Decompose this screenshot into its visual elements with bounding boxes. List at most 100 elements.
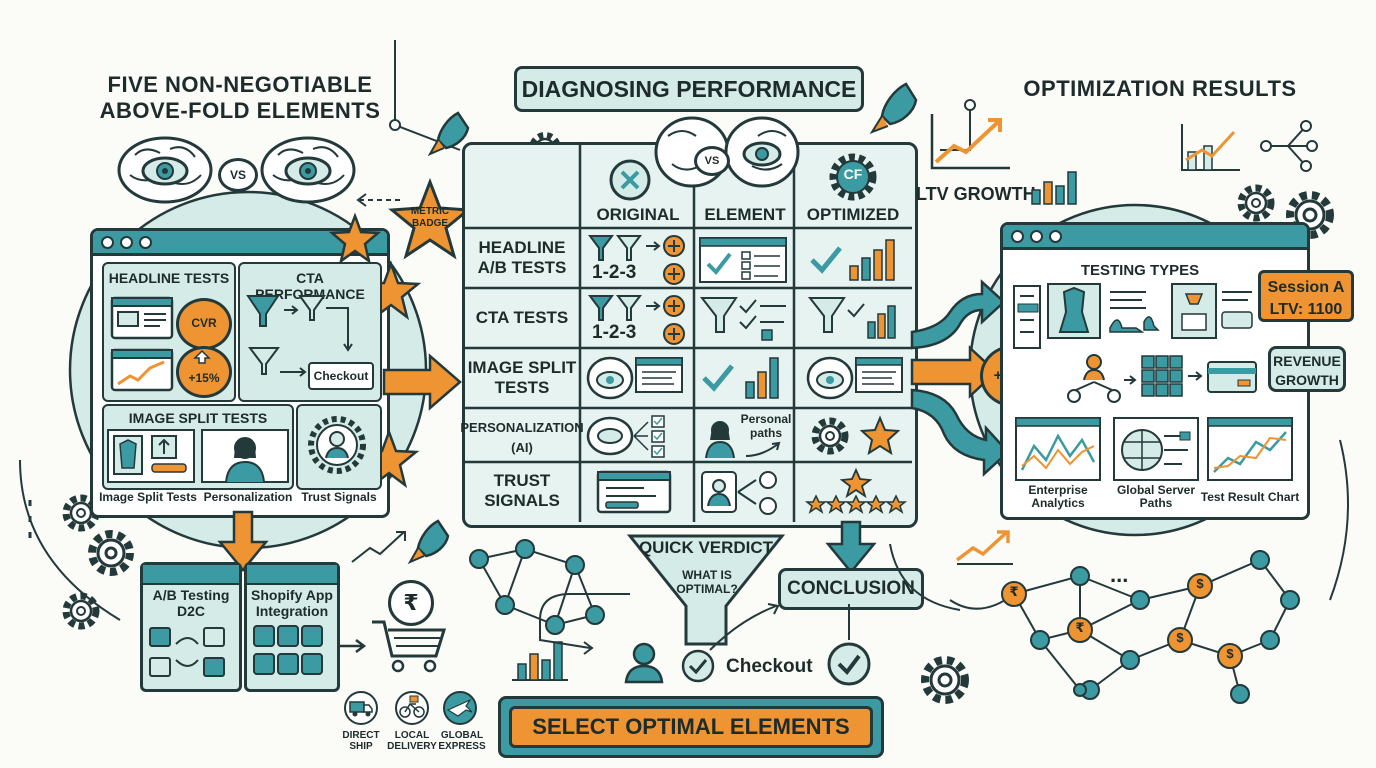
rupee-node-label: ₹: [1009, 584, 1019, 599]
funnel-steps-icon: [588, 295, 685, 321]
gear-icon: [811, 417, 849, 455]
funnel-checklist-icon: [699, 297, 786, 341]
checkout-box: Checkout: [308, 362, 374, 390]
what-is-optimal-label: WHAT IS OPTIMAL?: [676, 568, 738, 596]
rocket-icon: [869, 82, 918, 134]
fashion-products-icon: [1047, 283, 1253, 339]
window-titlebar: [1003, 225, 1307, 250]
arrow-up-icon: [193, 349, 211, 364]
dollar-node-label: $: [1176, 630, 1184, 645]
analytics-chart-icon: [1015, 417, 1101, 481]
dollar-node-label: $: [1196, 576, 1204, 591]
checklist-icon: [699, 237, 787, 283]
conclusion-label: CONCLUSION: [778, 568, 924, 610]
row-cta: CTA TESTS: [475, 308, 569, 327]
webpage-icon: [110, 296, 174, 340]
caption-test-result: Test Result Chart: [1200, 490, 1300, 504]
trend-chart-icon: [1181, 124, 1240, 171]
cf-gear-icon: [829, 153, 877, 201]
trend-chart-icon: [930, 114, 1010, 170]
table-grid-lines: [462, 142, 912, 522]
left-title: FIVE NON-NEGOTIABLE ABOVE-FOLD ELEMENTS: [99, 72, 381, 123]
flow-connector: [539, 593, 630, 655]
plus-circle-icon: [663, 263, 685, 285]
brain-checklist-icon: [586, 415, 665, 458]
woman-avatar-icon: [705, 421, 735, 459]
steps-label: 1-2-3: [592, 262, 637, 283]
caption-enterprise: Enterprise Analytics: [1028, 483, 1088, 510]
line-chart-icon: [110, 348, 174, 392]
flow-arrows: [910, 279, 1010, 477]
rupee-node-label: ₹: [1075, 620, 1085, 635]
sidebar-list-icon: [1013, 285, 1041, 349]
user-icon: [624, 642, 664, 684]
right-title: OPTIMIZATION RESULTS: [1023, 76, 1297, 101]
person-portrait-icon: [201, 429, 289, 483]
webpage-icon: [596, 470, 672, 514]
gear-icon: [88, 530, 134, 576]
caption-personalization: Personalization: [203, 490, 293, 504]
network-graph: [469, 539, 605, 635]
panel-title: HEADLINE TESTS: [108, 270, 230, 286]
steps-label: 1-2-3: [592, 322, 637, 343]
trend-up-icon: [955, 530, 1013, 565]
user-network-icon: [701, 471, 777, 515]
personal-paths-label: Personal paths: [740, 412, 792, 440]
curve-arrow-icon: [745, 441, 781, 457]
user-flow-icon: [1067, 354, 1257, 403]
card-title: Shopify App Integration: [251, 587, 333, 619]
cf-label: CF: [843, 166, 863, 182]
card-title: A/B Testing D2C: [152, 587, 230, 619]
ship-direct-label: DIRECT SHIP: [342, 730, 380, 752]
gear-icon: [921, 656, 969, 704]
gear-icon: [1237, 184, 1275, 222]
swap-flow-icon: [149, 627, 225, 677]
ellipsis: ...: [1110, 562, 1129, 587]
x-circle-icon: [609, 159, 651, 201]
star-icon: [859, 415, 901, 456]
brain-eye-icon: [117, 136, 213, 204]
delivery-truck-icon: [344, 691, 378, 725]
panel-title: CTA PERFORMANCE: [255, 270, 365, 302]
down-arrow: [825, 520, 877, 574]
network-share-icon: [1260, 120, 1318, 172]
revenue-growth-badge: REVENUE GROWTH: [1268, 346, 1346, 392]
bicycle-icon: [395, 691, 429, 725]
col-element: ELEMENT: [704, 205, 786, 224]
funnel-steps-icon: [588, 235, 685, 261]
check-bars-icon: [810, 239, 895, 281]
panel-title: IMAGE SPLIT TESTS: [128, 410, 268, 426]
caption-global-server: Global Server Paths: [1116, 483, 1196, 510]
test-result-chart-icon: [1207, 417, 1293, 481]
caption-trust-signals: Trust Signals: [301, 490, 377, 504]
check-bars-icon: [702, 357, 779, 399]
arrow-right-icon: [340, 639, 367, 653]
quick-verdict-label: QUICK VERDICT: [638, 538, 774, 557]
brain-eye-icon: [806, 356, 903, 400]
plus-circle-icon: [663, 323, 685, 345]
metric-badge-label: METRIC BADGE: [410, 206, 450, 229]
brain-eye-icon: [260, 136, 356, 204]
rupee-coin-icon: ₹: [388, 580, 434, 626]
select-optimal-elements-button[interactable]: SELECT OPTIMAL ELEMENTS: [498, 696, 884, 758]
caption-image-split: Image Split Tests: [99, 490, 197, 504]
flow-connector: [709, 603, 780, 651]
testing-types-label: TESTING TYPES: [1080, 262, 1200, 279]
server-paths-icon: [1113, 417, 1199, 481]
product-image-icon: [107, 429, 195, 483]
rocket-icon: [407, 519, 450, 565]
col-optimized: OPTIMIZED: [806, 205, 900, 224]
shopping-cart-icon: [372, 620, 447, 673]
connector-line: [848, 604, 850, 640]
app-grid-icon: [253, 625, 323, 675]
star-icon: [328, 212, 382, 264]
down-arrow: [217, 510, 269, 572]
row-personalization: PERSONALIZATION(AI): [460, 420, 584, 455]
metric-badge-star: [388, 177, 472, 260]
funnel-flow-icon: [246, 295, 353, 377]
trend-up-icon: [351, 531, 406, 563]
checkout-label: Checkout: [726, 656, 813, 677]
check-circle-icon: [681, 649, 715, 683]
